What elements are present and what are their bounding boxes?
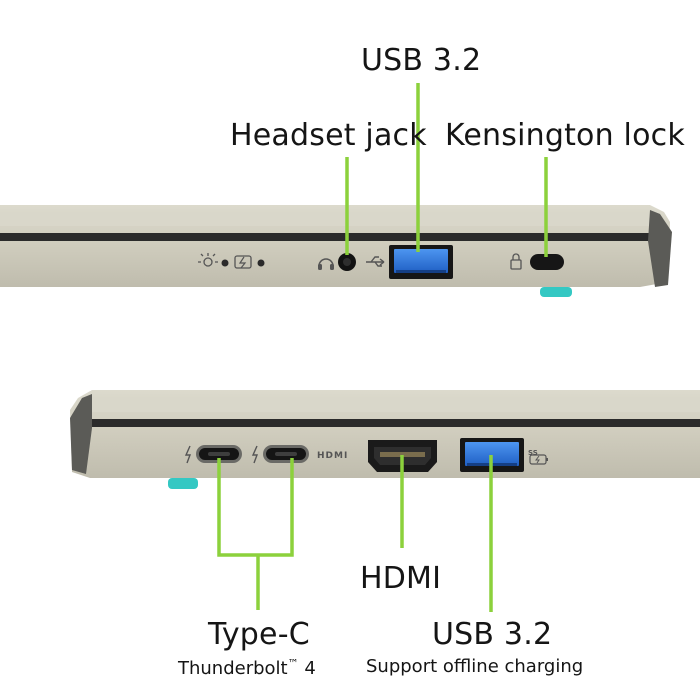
lid-edge [0, 212, 660, 226]
lid-edge-bottom [82, 397, 700, 412]
thunderbolt-text: Thunderbolt [178, 658, 288, 679]
callout-typec-bracket [217, 458, 294, 557]
hinge [648, 210, 672, 287]
battery-led-icon [234, 255, 252, 269]
trademark-symbol: ™ [287, 657, 299, 670]
bezel-line-bottom [90, 419, 700, 427]
callouts-bottom [217, 455, 493, 612]
lock-icon [510, 253, 522, 270]
label-headset-jack: Headset jack [230, 118, 427, 153]
bezel-line [0, 233, 650, 241]
headset-icon [318, 258, 334, 270]
thunderbolt-version: 4 [304, 658, 316, 679]
laptop-right-side [0, 205, 672, 297]
hinge-bottom [70, 394, 92, 474]
type-c-port-2 [263, 445, 309, 463]
type-c-port-1 [196, 445, 242, 463]
thunderbolt-icon-2 [251, 445, 259, 464]
laptop-left-side: HDMI SS [70, 390, 700, 489]
kensington-slot [530, 254, 564, 270]
label-usb-top: USB 3.2 [361, 43, 482, 78]
usb-charging-icon: SS [528, 449, 548, 465]
hdmi-port-logo: HDMI [317, 451, 348, 461]
battery-led [257, 259, 265, 267]
rubber-foot-bottom [168, 478, 198, 489]
label-offline-charging: Support offline charging [366, 656, 584, 677]
usb-icon [366, 256, 385, 267]
callouts-top [345, 83, 548, 257]
rubber-foot [540, 287, 572, 297]
label-usb-bottom: USB 3.2 [432, 617, 553, 652]
label-thunderbolt: Thunderbolt™ 4 [178, 658, 316, 678]
svg-text:SS: SS [528, 449, 538, 457]
label-kensington-lock: Kensington lock [445, 118, 685, 153]
thunderbolt-icon-1 [184, 445, 192, 464]
label-type-c: Type-C [208, 617, 310, 652]
label-hdmi: HDMI [360, 561, 442, 596]
usb-a-port-top [389, 245, 453, 279]
power-led-icon [198, 253, 218, 267]
power-led [221, 259, 229, 267]
